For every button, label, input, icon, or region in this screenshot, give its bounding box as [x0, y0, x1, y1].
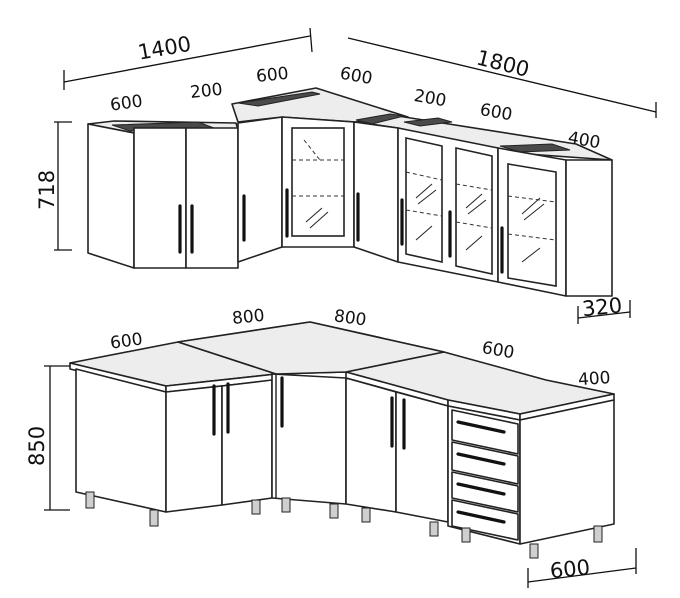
upper-left-side: [87, 123, 135, 269]
base-right-side: [519, 399, 615, 545]
drawer-1: [451, 409, 519, 455]
dim-upper-200a: 200: [189, 80, 223, 103]
upper-corner-glass: [291, 127, 345, 237]
upper-right-top-shade1: [355, 113, 405, 125]
dim-base-400: 400: [577, 368, 611, 390]
leg: [461, 527, 471, 543]
upper-right-side: [565, 159, 613, 297]
base-cabinets: [69, 321, 615, 559]
dim-base-800b: 800: [333, 306, 368, 330]
upper-cabinet-200b: [353, 121, 399, 263]
upper-glass-door-2: [455, 147, 493, 275]
dim-base-800a: 800: [231, 306, 265, 329]
drawer-2: [451, 441, 519, 485]
drawer-handle: [456, 482, 506, 496]
upper-cabinets: [87, 87, 613, 297]
upper-glass-door-3: [507, 163, 557, 287]
dim-upper-600b: 600: [255, 64, 289, 87]
leg: [429, 521, 439, 537]
dim-upper-total-right: 1800: [474, 46, 532, 82]
drawer-3: [451, 471, 519, 513]
base-left-side: [75, 368, 167, 513]
drawer-handle: [456, 420, 506, 434]
leg: [251, 499, 261, 515]
dim-upper-height: 718: [35, 170, 59, 210]
dim-upper-200b: 200: [412, 86, 447, 111]
drawer-4: [451, 499, 519, 541]
upper-corner-top-shade: [237, 91, 321, 107]
leg: [85, 491, 95, 509]
drawer-handle: [456, 452, 506, 466]
base-door-3: [345, 377, 397, 513]
dim-upper-depth: 320: [581, 293, 623, 321]
upper-glass-door-1: [405, 137, 443, 263]
upper-cabinet-600a-door2: [185, 127, 239, 269]
upper-cabinet-600a: [133, 127, 187, 269]
leg: [329, 503, 339, 519]
dim-base-depth: 600: [549, 555, 591, 583]
leg: [281, 497, 291, 513]
drawer-handle: [456, 510, 506, 524]
leg: [149, 509, 159, 527]
leg: [593, 525, 603, 543]
upper-right-top-shade2: [403, 117, 453, 127]
dimension-lines: [44, 27, 657, 588]
dim-base-600a: 600: [109, 329, 144, 353]
dim-base-600b: 600: [480, 338, 515, 363]
leg: [529, 543, 539, 559]
leg: [361, 507, 371, 523]
dim-upper-600d: 600: [478, 100, 513, 125]
dim-upper-600c: 600: [338, 64, 373, 89]
dim-upper-600a: 600: [109, 91, 144, 115]
dim-base-height: 850: [25, 426, 49, 466]
